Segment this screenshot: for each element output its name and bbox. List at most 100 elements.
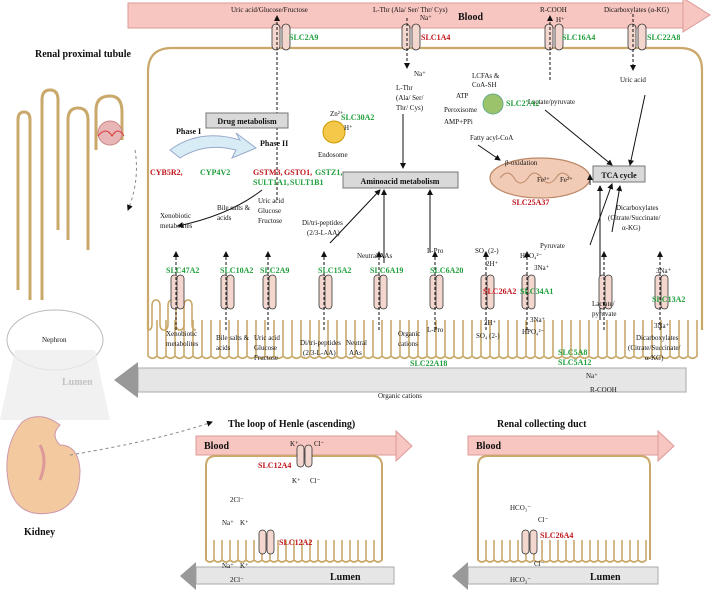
top-h-label: H⁺	[556, 16, 565, 24]
top-flux-arrows	[274, 14, 636, 200]
loop-2cl-bottom: 2Cl⁻	[230, 576, 244, 584]
uric-acid-top-right: Uric acid	[620, 76, 646, 84]
apical-transporters	[170, 251, 669, 330]
duct-blood-arrow	[657, 429, 675, 463]
gene-sult1a1: SULT1A1,	[253, 178, 289, 187]
proximal-cell-membrane	[146, 46, 704, 330]
loop-lumen-label: Lumen	[330, 572, 361, 583]
nephron-illustration	[16, 88, 124, 300]
aa-metabolism-label: Aminoacid metabolism	[361, 177, 440, 186]
nephron-label: Nephron	[42, 336, 67, 344]
neutral-bottom-2: AAs	[349, 349, 362, 357]
loop-cell-membrane	[205, 455, 383, 560]
dicarb-mid-3: α-KG)	[622, 224, 641, 232]
gene-slc2a9-top: SLC2A9	[289, 33, 318, 42]
loop-2cl-top: 2Cl⁻	[230, 496, 244, 504]
neutral-bottom-1: Neutral	[346, 339, 367, 347]
duct-cl-bottom: Cl⁻	[534, 560, 545, 568]
dicarb-mid-1: Dicarboxylates	[616, 204, 659, 212]
ditri-top-2: (2/3-L-AA)	[307, 229, 340, 237]
na3-right-top: 3Na⁺	[656, 267, 672, 275]
gene-slc15a2: SLC15A2	[318, 266, 351, 275]
villi-path	[205, 540, 383, 563]
pyruvate-label: Pyruvate	[540, 242, 565, 250]
tca-cycle-box	[592, 165, 646, 183]
loop-cl-bottom: Cl⁻	[310, 477, 321, 485]
uag-bottom-2: Glucose	[254, 344, 277, 352]
loop-k-lumen: K⁺	[240, 562, 249, 570]
villi-path	[477, 540, 647, 563]
lactate-mid-1: Lactate/	[592, 300, 615, 308]
fe2-label: Fe²⁺	[560, 176, 573, 184]
uag-bottom-1: Uric acid	[254, 334, 280, 342]
uag-top-2: Glucose	[258, 207, 281, 215]
gene-slc26a2: SLC26A2	[483, 287, 516, 296]
h2-top: 2H⁺	[486, 260, 499, 268]
dicarb-bottom-1: Dicarboxylates	[636, 334, 679, 342]
org-cation-1: Organic	[398, 330, 420, 338]
loop-transporters	[258, 444, 313, 555]
hpo4-top: HPO₄²⁻	[520, 252, 543, 260]
gene-slc47a2: SLC47A2	[166, 266, 199, 275]
fe3-label: Fe³⁺	[537, 176, 550, 184]
endosome-h: H⁺	[344, 124, 353, 132]
top-uric-acid-label: Uric acid/Glucose/Fructose	[231, 6, 308, 14]
gene-slc12a2: SLC12A2	[279, 538, 312, 547]
gene-slc34a1: SLC34A1	[520, 287, 553, 296]
duct-lumen-bar	[467, 566, 659, 585]
loop-k-top: K⁺	[290, 440, 299, 448]
duct-cell-membrane	[477, 455, 651, 560]
top-transporters	[271, 23, 647, 51]
loop-blood-arrow	[395, 429, 413, 463]
brush-border-row	[147, 320, 698, 360]
atp-label: ATP	[456, 92, 469, 100]
rcooh-lumen: R-COOH	[590, 386, 617, 394]
xeno-top-2: metabolites	[160, 222, 193, 230]
gene-slc1a4: SLC1A4	[421, 33, 450, 42]
gene-gstm3: GSTM3,	[253, 168, 283, 177]
duct-lumen-arrow	[452, 562, 468, 590]
duct-cl-top: Cl⁻	[538, 516, 549, 524]
loop-of-henle-title: The loop of Henle (ascending)	[228, 419, 355, 430]
gene-slc22a8: SLC22A8	[647, 33, 680, 42]
ditri-top-1: Di/tri-peptides	[302, 219, 343, 227]
glomerulus-vessels	[97, 130, 125, 137]
transporter-subunit	[379, 274, 388, 310]
na3-right-bottom: 3Na⁺	[654, 322, 670, 330]
uag-top-1: Uric acid	[258, 197, 284, 205]
zoom-line-top	[127, 149, 137, 211]
top-rcooh-label: R-COOH	[540, 6, 567, 14]
gene-slc13a2: SLC13A2	[652, 295, 685, 304]
transporter-subunit	[226, 274, 235, 310]
transporter-subunit	[660, 274, 669, 310]
bile-bottom-1: Bile salts &	[216, 334, 250, 342]
tca-cycle-label: TCA cycle	[601, 171, 637, 180]
h2-bottom: 2H⁺	[484, 319, 497, 327]
gene-slc5a8: SLC5A8	[558, 348, 587, 357]
lpro-top: L-Pro	[427, 247, 444, 255]
mitochondrion-cristae	[499, 172, 571, 184]
duct-lumen-label: Lumen	[590, 572, 621, 583]
duct-hco3-top: HCO₃⁻	[510, 504, 531, 512]
phase-arrow-shape	[169, 132, 257, 159]
xeno-bottom-2: metabolites	[166, 340, 199, 348]
lthr-mid-3: Thr/ Cys)	[396, 104, 424, 112]
org-cations-lumen: Organic cations	[378, 392, 422, 400]
gene-slc10a2: SLC10A2	[220, 266, 253, 275]
bile-bottom-2: acids	[216, 344, 231, 352]
beta-oxidation-label: β-oxidation	[505, 159, 538, 167]
endosome-label: Endosome	[318, 151, 348, 159]
bile-top-1: Bile salts &	[217, 204, 251, 212]
magnify-cone	[0, 350, 110, 420]
endosome-zn: Zn²⁺	[330, 110, 344, 118]
duct-hco3-bottom: HCO₃⁻	[510, 576, 531, 584]
lthr-mid-2: (Ala/ Ser/	[396, 94, 423, 102]
na-under-slc1a4: Na⁺	[414, 70, 426, 78]
so4-top: SO₄ (2-)	[475, 247, 499, 255]
lpro-bottom: L-Pro	[427, 326, 444, 334]
bile-top-2: acids	[217, 214, 232, 222]
hpo4-bottom: HPO₄²⁻	[522, 328, 545, 336]
so4-bottom: SO₄ (2-)	[476, 332, 500, 340]
peroxisome-label: Peroxisome	[444, 106, 477, 114]
loop-lumen-arrow	[180, 562, 196, 590]
